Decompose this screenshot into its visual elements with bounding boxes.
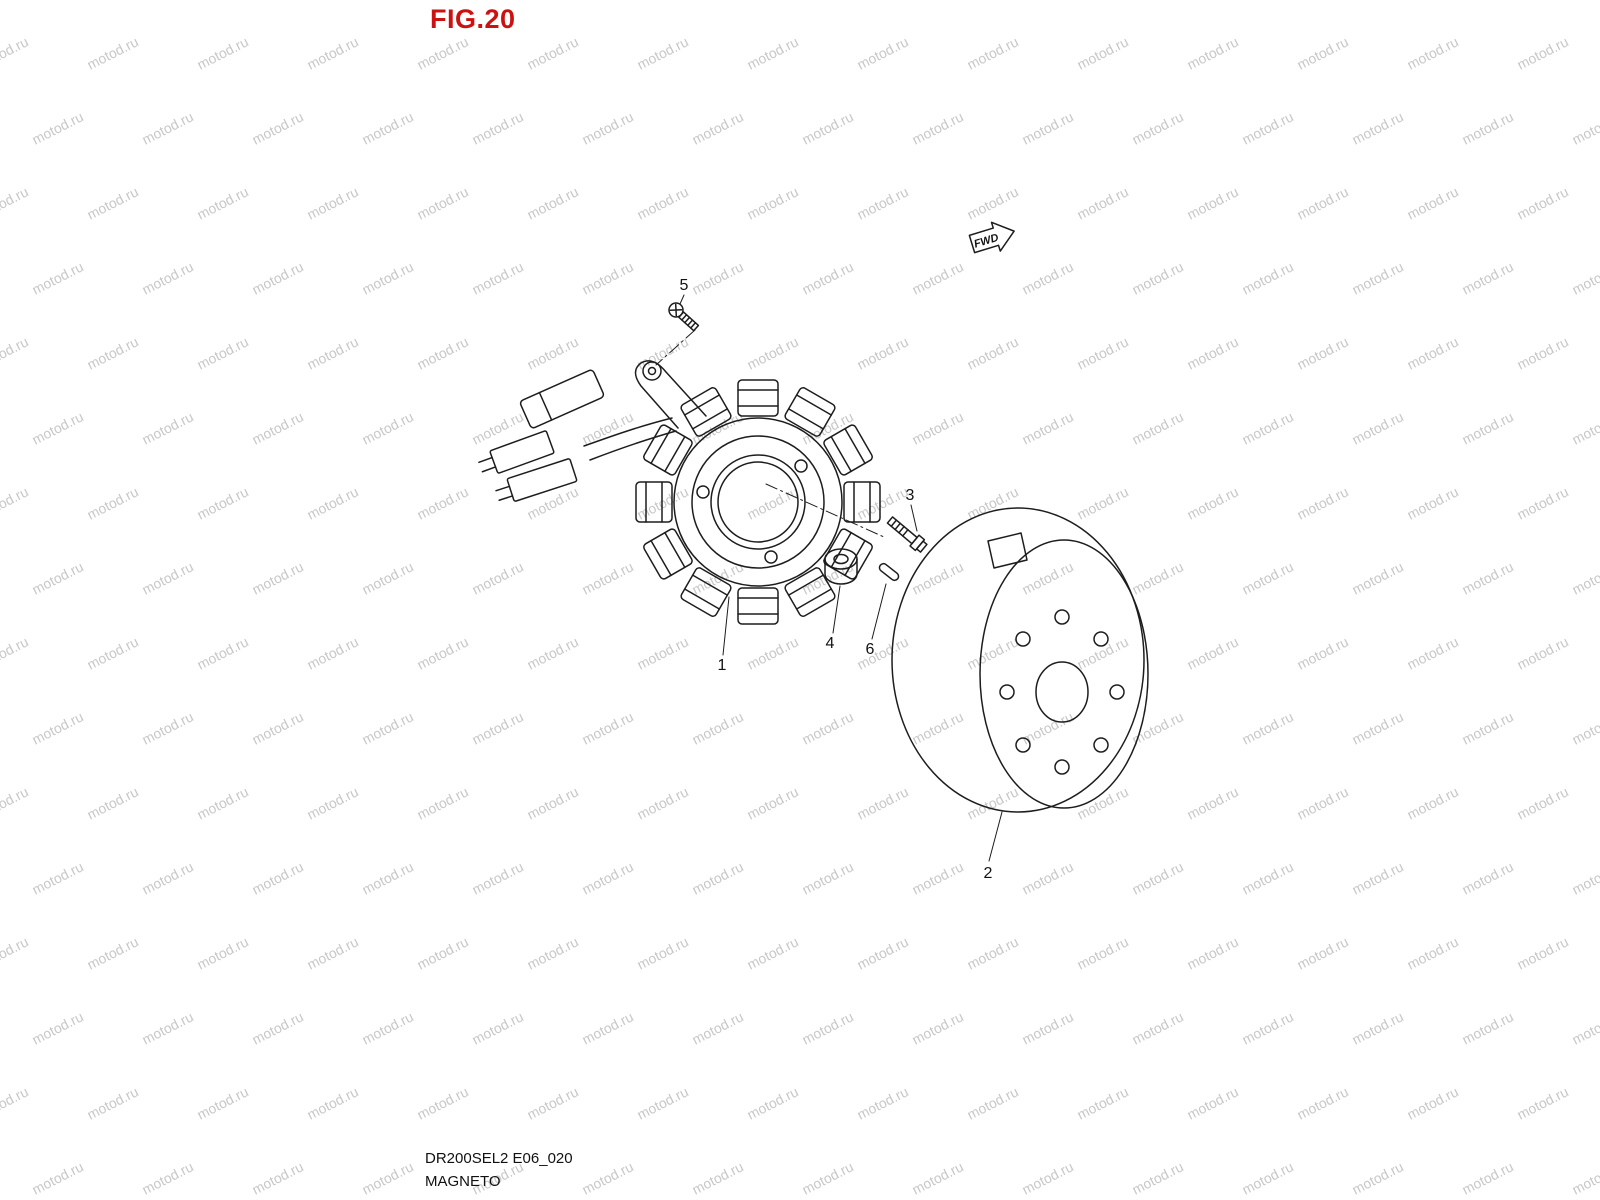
connector-plug-lower	[495, 458, 578, 502]
stator-bracket	[634, 360, 707, 429]
part-label-1: 1	[718, 657, 727, 674]
figure-title: FIG.20	[430, 4, 516, 34]
figure-footer: DR200SEL2 E06_020 MAGNETO	[425, 1150, 573, 1190]
fwd-label: FWD	[973, 232, 1001, 251]
part-label-3: 3	[906, 487, 915, 504]
key-part6	[878, 562, 900, 582]
fwd-arrow: FWD	[968, 221, 1015, 254]
connector-plug-upper	[478, 430, 555, 474]
bolt-part3	[886, 516, 928, 553]
part-label-2: 2	[984, 865, 993, 882]
figure-code: DR200SEL2 E06_020	[425, 1150, 573, 1167]
part-labels: 1 2 3 4 5 6	[680, 277, 993, 882]
part-label-4: 4	[826, 635, 835, 652]
axis-lines	[655, 329, 885, 538]
harness-grommet	[519, 369, 605, 429]
flywheel-rotor	[891, 507, 1149, 813]
wire-harness	[478, 369, 677, 502]
screw-part5	[668, 302, 700, 332]
leader-lines	[679, 294, 1003, 862]
stator-assembly	[635, 379, 881, 625]
part-label-5: 5	[680, 277, 689, 294]
figure-name: MAGNETO	[425, 1173, 501, 1190]
nut-part4	[824, 548, 858, 585]
part-label-6: 6	[866, 641, 875, 658]
